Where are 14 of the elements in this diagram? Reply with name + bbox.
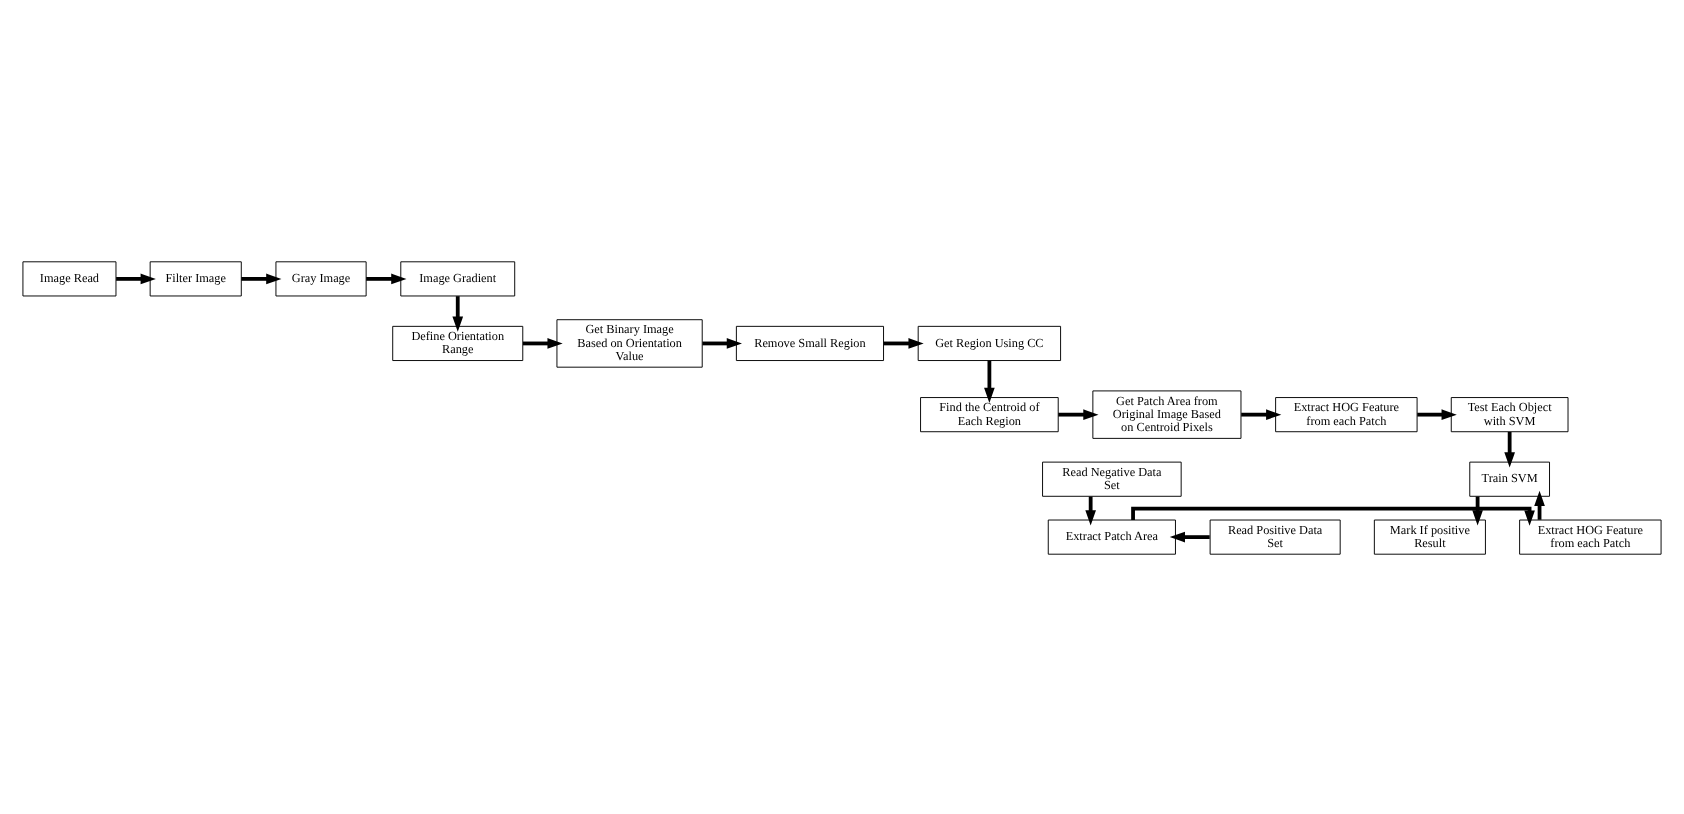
- arrow: [1169, 530, 1210, 542]
- arrow: [522, 337, 563, 348]
- arrow: [452, 295, 464, 331]
- arrow: [1131, 505, 1535, 525]
- arrow: [984, 359, 995, 403]
- arrow: [883, 337, 924, 348]
- arrow: [1504, 430, 1515, 467]
- arrow: [116, 272, 156, 284]
- arrow: [702, 337, 742, 348]
- arrow: [1417, 408, 1457, 419]
- arrow: [241, 272, 282, 284]
- arrow: [1241, 408, 1282, 419]
- arrow: [366, 272, 407, 284]
- arrow: [1058, 408, 1099, 419]
